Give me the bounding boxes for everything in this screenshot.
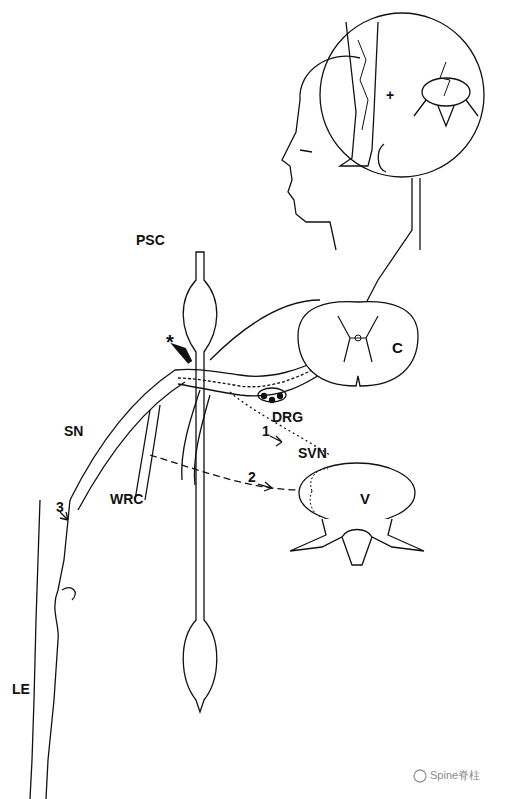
neuron — [262, 394, 267, 399]
head-profile — [282, 56, 360, 250]
rami-communicantes — [182, 390, 210, 485]
spinal-cord-node: C — [288, 296, 428, 392]
spinal-nerve — [78, 382, 185, 510]
neuron — [278, 394, 283, 399]
watermark-icon — [414, 770, 426, 782]
central-canal — [355, 335, 361, 341]
callout-arrow — [258, 482, 272, 491]
drg-ganglion — [258, 388, 286, 402]
part-label: WRC — [110, 492, 143, 506]
eye — [300, 150, 312, 152]
watermark: Spine脊柱 — [430, 770, 480, 781]
part-label: 1 — [262, 424, 270, 438]
knee — [62, 588, 75, 600]
posterior-elements — [290, 519, 424, 565]
leg-outline — [46, 500, 70, 799]
spinal-nerve — [70, 370, 175, 500]
part-label: 3 — [56, 500, 64, 514]
part-label: SVN — [298, 446, 327, 460]
rami-communicantes — [135, 405, 160, 500]
part-label: + — [386, 88, 394, 102]
node-label: V — [360, 491, 370, 506]
node-label: C — [392, 340, 403, 355]
leg-outline — [30, 500, 40, 799]
vertebral-body — [299, 463, 415, 523]
part-label: * — [166, 332, 174, 352]
asterisk-arrow — [178, 348, 190, 362]
grey-matter — [338, 316, 378, 362]
inset-circle — [320, 13, 484, 177]
vertebra-node: V — [282, 455, 432, 575]
neck-line — [419, 178, 420, 250]
part-label: SN — [64, 424, 83, 438]
part-label: DRG — [272, 410, 303, 424]
part-label: PSC — [136, 233, 165, 247]
disc-annulus — [310, 469, 328, 517]
callout-arrow — [270, 436, 282, 446]
sympathetic-trunk — [183, 252, 217, 712]
part-label: LE — [12, 682, 30, 696]
node-outline — [288, 296, 428, 392]
inset-vertebra-process — [414, 100, 478, 126]
pain-bolt — [440, 62, 450, 96]
part-label: 2 — [248, 470, 256, 484]
inset-leg — [340, 22, 378, 166]
spinal-cord-section — [298, 302, 418, 386]
node-outline — [282, 455, 432, 575]
pain-bolt — [358, 40, 368, 130]
sympathetic-path — [150, 455, 300, 490]
ear — [378, 144, 386, 172]
neuron — [270, 398, 275, 403]
